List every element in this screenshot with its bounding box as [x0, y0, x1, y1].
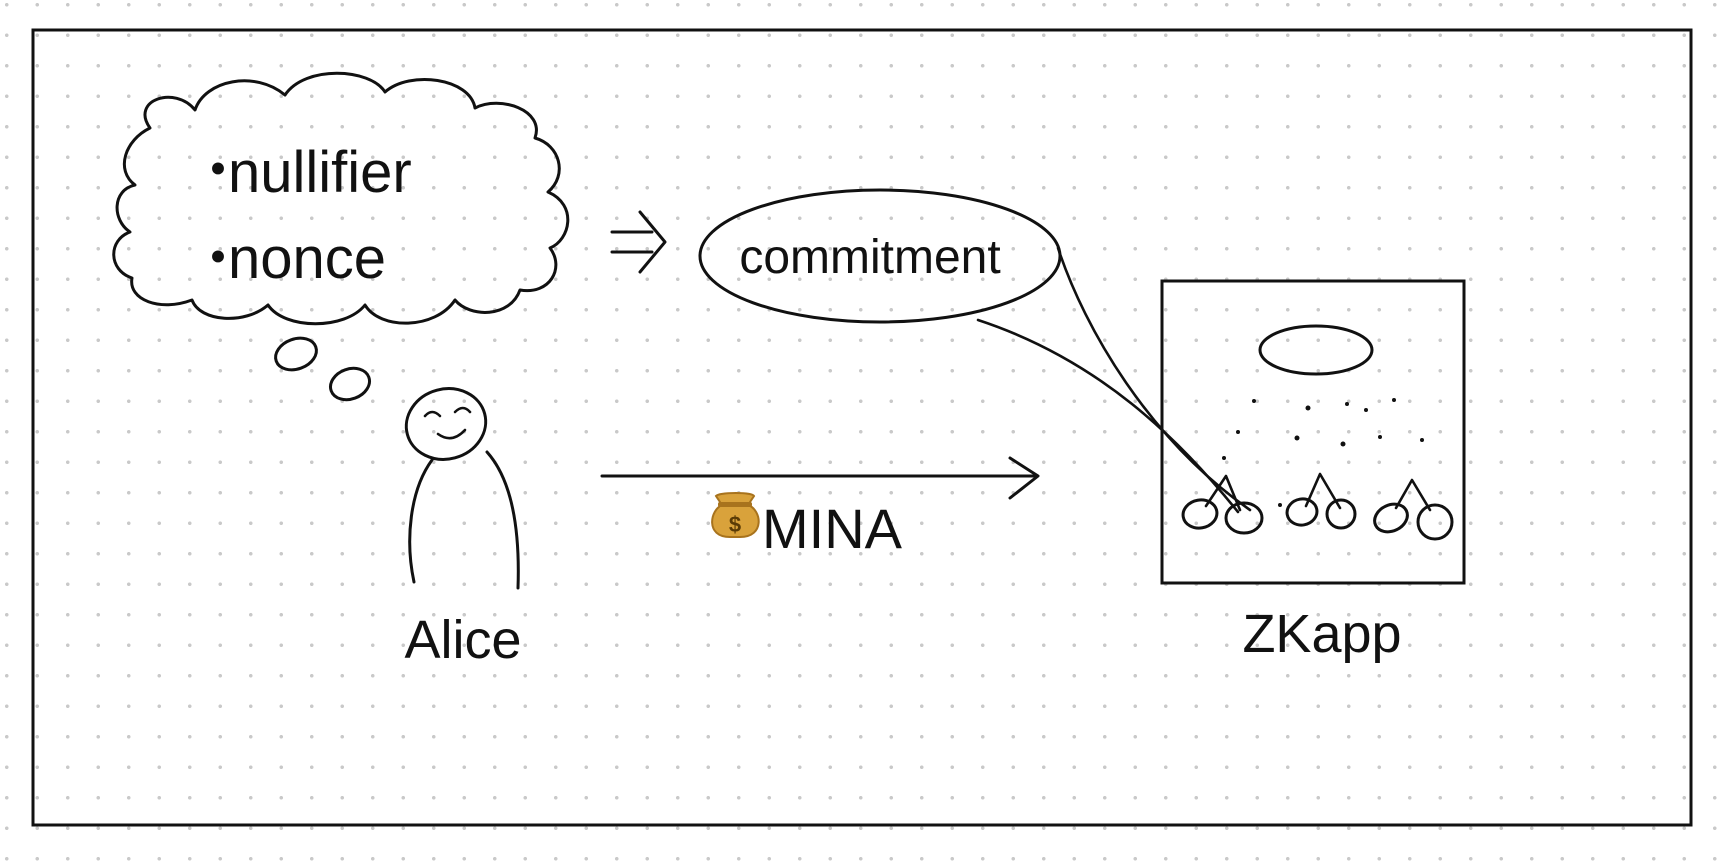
thought-item-nullifier: nullifier [228, 140, 412, 205]
thought-bubble-small [329, 366, 371, 402]
thought-bullet-1: ・ [190, 139, 246, 202]
zkapp-label: ZKapp [1242, 604, 1401, 664]
thought-bullet-2: ・ [190, 227, 246, 290]
commitment-connector [976, 246, 1252, 514]
alice-figure [404, 387, 520, 590]
money-bag-glyph: $ [729, 512, 741, 537]
transfer-arrow [600, 456, 1040, 500]
merkle-leaves [1181, 472, 1454, 541]
alice-head [404, 387, 488, 461]
thought-cloud [112, 71, 570, 402]
alice-body-left [408, 458, 434, 584]
commitment-label: commitment [739, 231, 1000, 284]
alice-smile [436, 428, 467, 440]
alice-body-right [485, 450, 520, 590]
money-bag-icon: $ [711, 492, 760, 538]
alice-eye-left [423, 410, 442, 418]
merkle-root [1258, 324, 1374, 376]
thought-bubble-large [274, 336, 318, 372]
implies-arrow-icon [610, 210, 667, 274]
zkapp-box [1160, 279, 1466, 585]
alice-eye-right [453, 406, 472, 414]
transfer-label: MINA [762, 497, 903, 560]
merkle-intermediate-dots [1222, 398, 1424, 507]
outer-frame [31, 28, 1693, 827]
thought-item-nonce: nonce [228, 226, 386, 291]
alice-label: Alice [404, 610, 521, 670]
